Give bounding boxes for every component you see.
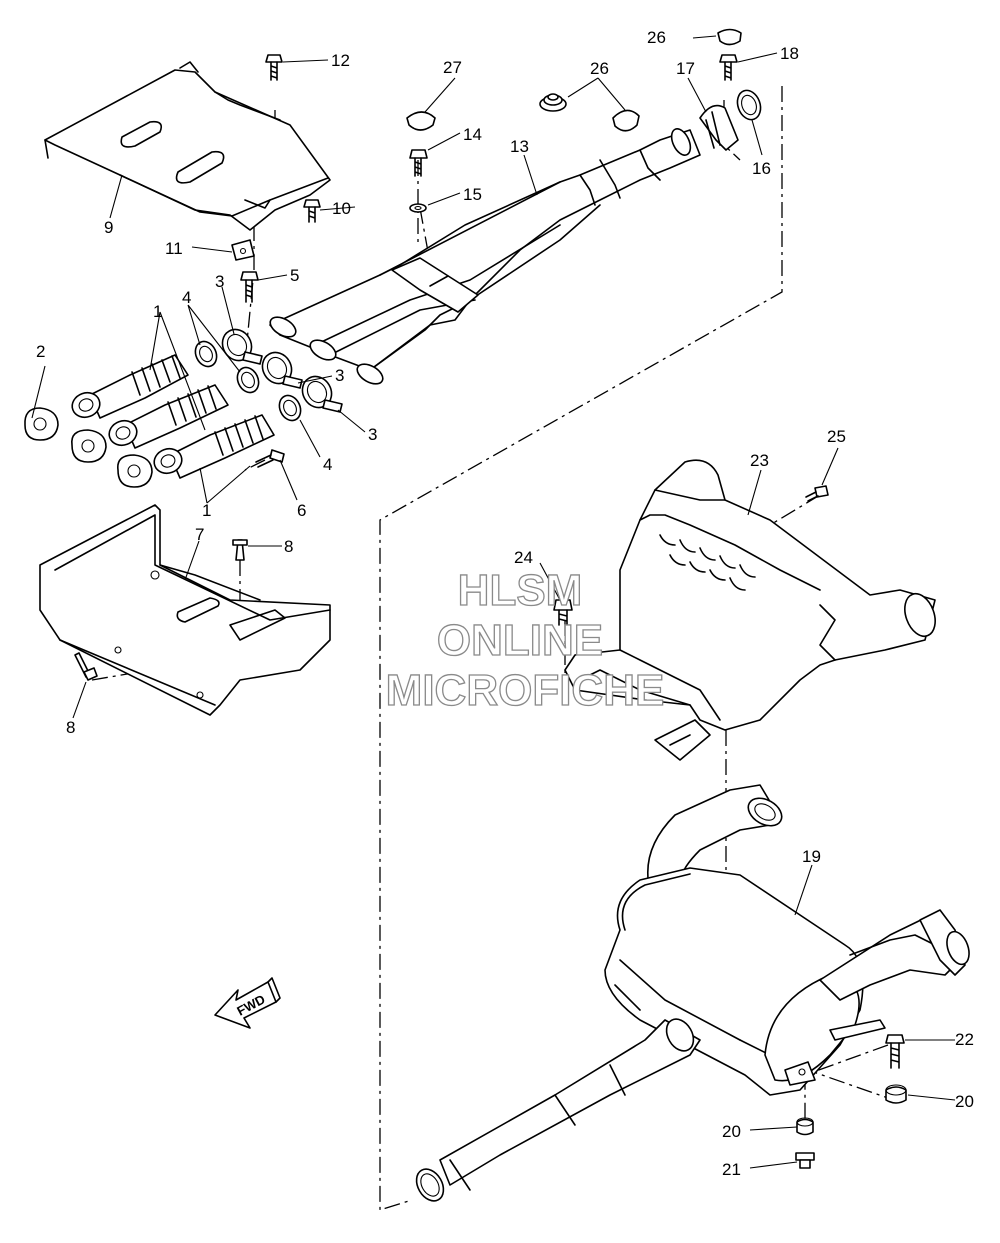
callout-9: 9 — [104, 218, 113, 237]
bolt-14 — [409, 149, 428, 177]
watermark-line-2: ONLINE — [437, 616, 603, 665]
callout-4-top: 4 — [182, 288, 191, 307]
bolt-25 — [805, 485, 829, 502]
callout-21: 21 — [722, 1160, 741, 1179]
callout-3-mid: 3 — [335, 366, 344, 385]
upper-heat-protector — [44, 61, 331, 231]
callout-20-left: 20 — [722, 1122, 741, 1141]
callout-27: 27 — [443, 58, 462, 77]
gaskets-4 — [194, 340, 302, 422]
callout-6: 6 — [297, 501, 306, 520]
clamp-17 — [699, 104, 739, 151]
callout-labels: 12 9 10 11 27 14 15 13 26 26 18 17 16 5 … — [36, 28, 974, 1179]
callout-5: 5 — [290, 266, 299, 285]
callout-13: 13 — [510, 137, 529, 156]
watermark-line-1: HLSM — [458, 566, 583, 615]
bolt-5 — [240, 271, 259, 303]
callout-19: 19 — [802, 847, 821, 866]
cap-27 — [406, 111, 436, 131]
callout-24: 24 — [514, 548, 533, 567]
bracket-11 — [231, 239, 255, 261]
callout-3-top: 3 — [215, 272, 224, 291]
callout-1-low: 1 — [202, 501, 211, 520]
callout-11: 11 — [165, 239, 183, 258]
callout-8-right: 8 — [284, 537, 293, 556]
callout-26-grommet: 26 — [590, 59, 609, 78]
gasket-16 — [736, 89, 762, 121]
bolt-22 — [885, 1034, 905, 1069]
callout-20-right: 20 — [955, 1092, 974, 1111]
callout-22: 22 — [955, 1030, 974, 1049]
bolt-18 — [719, 54, 738, 81]
leader-lines — [31, 35, 956, 1169]
rivets-8 — [74, 539, 248, 681]
watermark-line-3: MICROFICHE — [386, 666, 665, 715]
watermark: HLSM ONLINE MICROFICHE — [385, 565, 665, 715]
gaskets-2 — [24, 407, 153, 488]
callout-15: 15 — [463, 185, 482, 204]
callout-18: 18 — [780, 44, 799, 63]
clamps-3 — [221, 328, 343, 413]
washer-15 — [409, 203, 427, 213]
callout-14: 14 — [463, 125, 482, 144]
grommet-26 — [539, 28, 742, 132]
dampers-20 — [796, 1084, 907, 1136]
fwd-arrow-icon: FWD — [214, 977, 281, 1029]
callout-1-top: 1 — [153, 302, 162, 321]
callout-8-left: 8 — [66, 718, 75, 737]
lower-heat-protector — [39, 504, 331, 716]
bolt-24 — [553, 599, 573, 626]
bolt-10 — [303, 199, 321, 223]
callout-12: 12 — [331, 51, 350, 70]
callout-7: 7 — [195, 525, 204, 544]
callout-16: 16 — [752, 159, 771, 178]
callout-23: 23 — [750, 451, 769, 470]
callout-25: 25 — [827, 427, 846, 446]
bolt-6 — [255, 449, 285, 468]
bolt-12 — [265, 54, 283, 81]
callout-26-cap: 26 — [647, 28, 666, 47]
callout-3-low: 3 — [368, 425, 377, 444]
collar-21 — [795, 1152, 815, 1169]
muffler-protector-23 — [564, 459, 936, 761]
callout-17: 17 — [676, 59, 695, 78]
muffler-19 — [415, 784, 970, 1202]
callout-4-low: 4 — [323, 455, 332, 474]
callout-2: 2 — [36, 342, 45, 361]
callout-10: 10 — [332, 199, 351, 218]
manifold-pipes-1 — [71, 354, 275, 479]
exhaust-pipe-13 — [269, 128, 701, 385]
